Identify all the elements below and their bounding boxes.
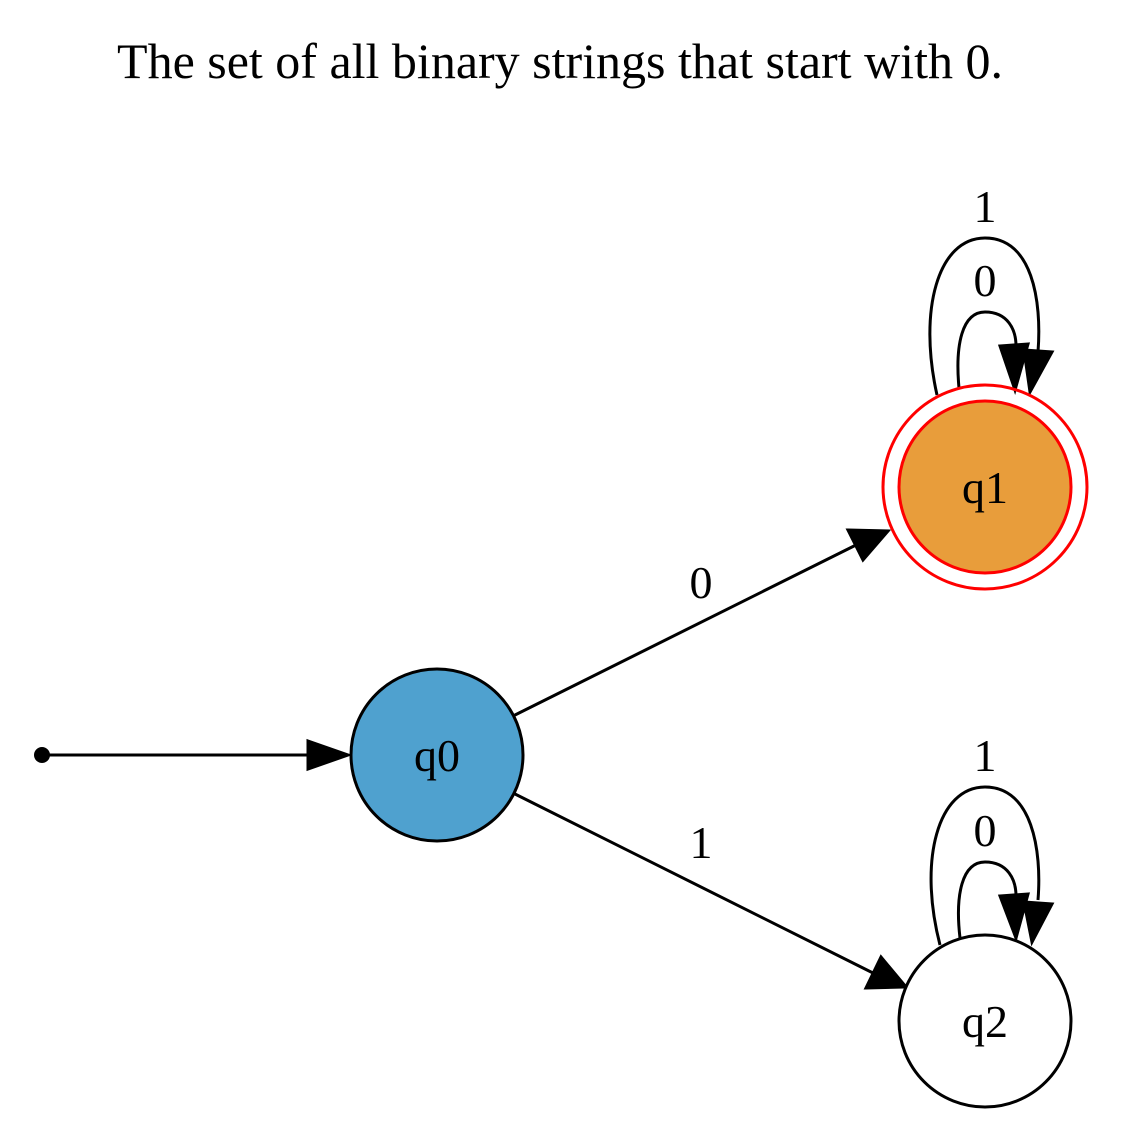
self-loop-q1-0-label: 0: [974, 255, 997, 306]
self-loop-q2-0-path: [956, 860, 1018, 939]
edge-q0-q2-arrowhead: [863, 954, 910, 990]
self-loop-q1-0: 0: [956, 255, 1031, 396]
state-q2-circle: [897, 933, 1073, 1109]
state-q0-circle: [349, 667, 525, 843]
self-loop-q1-1-label: 1: [974, 181, 997, 232]
start-arrowhead: [306, 738, 353, 772]
self-loop-q1-1: 1: [928, 181, 1055, 397]
state-q0-label: q0: [414, 730, 460, 781]
self-loop-q2-0-arrowhead: [997, 892, 1031, 943]
self-loop-q1-1-path: [928, 236, 1041, 396]
state-q1-label: q1: [962, 462, 1008, 513]
self-loop-q1-1-arrowhead: [1022, 348, 1055, 397]
edge-q0-q1-line: [512, 543, 857, 718]
self-loop-q2-1-path: [929, 785, 1041, 946]
edge-q0-q2-line: [512, 791, 874, 975]
state-q1-circle: [897, 399, 1073, 575]
self-loop-q1-0-path: [956, 310, 1018, 389]
self-loop-q2-1-label: 1: [974, 730, 997, 781]
diagram-title: The set of all binary strings that start…: [117, 33, 1003, 89]
self-loop-q2-0-label: 0: [974, 805, 997, 856]
state-q2: q2: [897, 933, 1073, 1109]
edge-q0-q2: 1: [512, 791, 910, 990]
self-loop-q2-0: 0: [956, 805, 1031, 943]
state-q1: q1: [881, 383, 1089, 591]
edge-q0-q1-arrowhead: [845, 528, 892, 563]
edge-q0-q2-label: 1: [690, 817, 713, 868]
edge-q0-q1: 0: [512, 528, 892, 718]
state-q1-outer-ring: [881, 383, 1089, 591]
self-loop-q2-1-arrowhead: [1022, 900, 1055, 947]
state-q0: q0: [349, 667, 525, 843]
edge-q0-q1-label: 0: [690, 557, 713, 608]
self-loop-q1-0-arrowhead: [997, 342, 1031, 396]
self-loop-q2-1: 1: [929, 730, 1055, 947]
state-q2-label: q2: [962, 996, 1008, 1047]
